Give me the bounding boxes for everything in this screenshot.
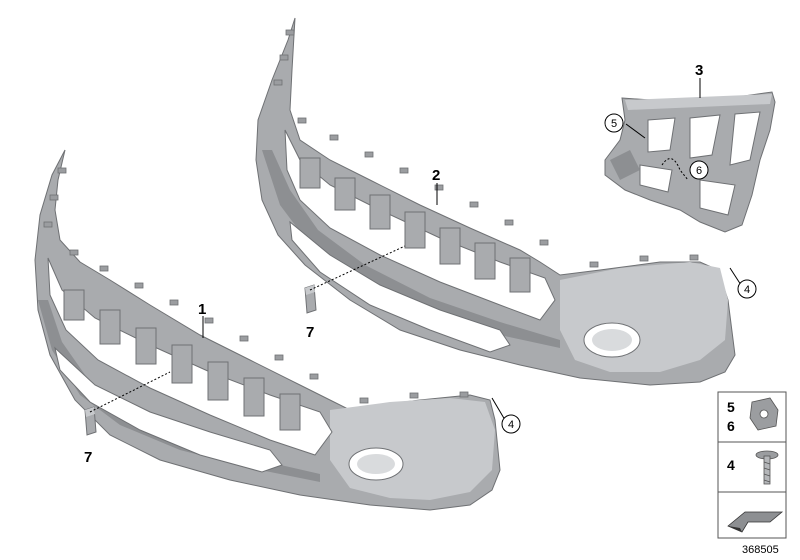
callout-2: 2 — [432, 167, 440, 184]
screw-icon — [755, 450, 779, 485]
legend-label-5: 5 — [727, 399, 735, 415]
callout-7-rear: 7 — [306, 324, 314, 341]
orientation-arrow-icon — [727, 511, 784, 533]
svg-text:5: 5 — [611, 118, 617, 130]
tabs-rear — [273, 29, 699, 268]
leader-lines — [89, 78, 742, 421]
callout-3: 3 — [695, 62, 703, 79]
svg-text:6: 6 — [696, 165, 702, 177]
legend-box-arrow — [717, 491, 787, 539]
tabs-front — [43, 167, 469, 404]
legend-label-6: 6 — [727, 418, 735, 434]
callout-1: 1 — [198, 301, 206, 318]
svg-text:4: 4 — [744, 284, 750, 296]
bumper-rear — [255, 17, 736, 386]
legend-box-5-6: 5 6 — [717, 391, 787, 443]
callout-5: 5 — [604, 113, 624, 133]
legend-box-4: 4 — [717, 441, 787, 493]
bumper-front — [34, 149, 501, 511]
callout-4-front: 4 — [501, 414, 521, 434]
document-id: 368505 — [742, 544, 779, 556]
clip-nut-icon — [749, 397, 779, 431]
callout-6: 6 — [689, 160, 709, 180]
callout-4-rear: 4 — [737, 279, 757, 299]
legend-label-4: 4 — [727, 457, 735, 473]
grille-rear — [299, 157, 531, 293]
grille-front — [63, 289, 301, 431]
bracket-part — [604, 91, 776, 233]
svg-text:4: 4 — [508, 419, 514, 431]
callout-7-front: 7 — [84, 449, 92, 466]
clip-part-rear — [304, 284, 317, 314]
